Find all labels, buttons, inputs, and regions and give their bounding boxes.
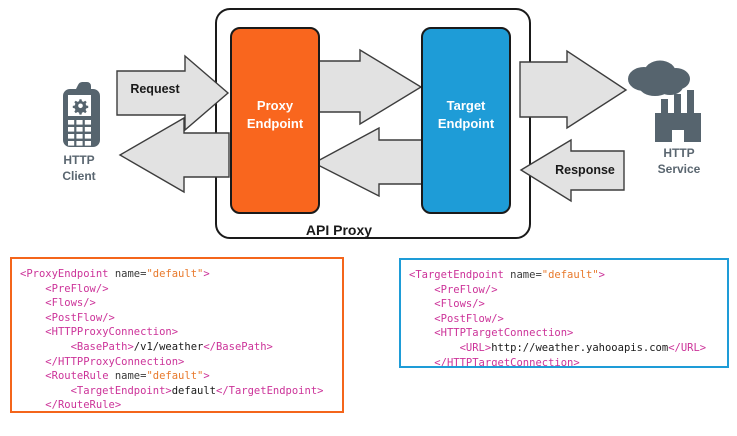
code-token-plain xyxy=(409,357,434,366)
code-token-attr: name= xyxy=(510,269,542,281)
code-token-plain xyxy=(20,399,45,411)
code-line: </HTTPProxyConnection> xyxy=(20,355,336,370)
code-token-val: "default" xyxy=(541,269,599,281)
code-token-tag: <HTTPTargetConnection> xyxy=(434,327,574,340)
code-line: <URL>http://weather.yahooapis.com</URL> xyxy=(409,341,721,356)
code-token-tag: > xyxy=(203,268,210,280)
code-token-val: "default" xyxy=(146,268,204,280)
code-line: <ProxyEndpoint name="default"> xyxy=(20,267,336,282)
code-line: <Flows/> xyxy=(20,296,336,311)
code-token-plain xyxy=(20,297,45,309)
code-token-tag: </TargetEndpoint> xyxy=(216,384,324,397)
code-token-tag: <BasePath> xyxy=(70,340,134,353)
code-token-attr: name= xyxy=(114,268,147,280)
gear-icon xyxy=(72,99,89,115)
code-token-text: http://weather.yahooapis.com xyxy=(491,341,669,354)
code-token-plain xyxy=(20,341,71,353)
code-line: </RouteRule> xyxy=(20,398,336,412)
code-token-plain xyxy=(409,284,434,296)
code-token-tag: <PreFlow/> xyxy=(434,283,498,296)
http-service-caption-line1: HTTP xyxy=(663,146,694,160)
target-endpoint-label-line1: Target xyxy=(447,98,486,113)
target-endpoint-box[interactable] xyxy=(421,27,511,214)
proxy-endpoint-code-block: <ProxyEndpoint name="default"> <PreFlow/… xyxy=(10,257,344,413)
code-line: <TargetEndpoint>default</TargetEndpoint> xyxy=(20,384,336,399)
code-token-tag: <PostFlow/> xyxy=(434,312,504,325)
code-line: <RouteRule name="default"> xyxy=(20,369,336,384)
code-token-tag: > xyxy=(598,269,605,281)
target-to-service-arrow xyxy=(519,49,628,130)
code-token-tag: </BasePath> xyxy=(203,340,273,353)
http-service-caption-line2: Service xyxy=(658,162,701,176)
code-line: <Flows/> xyxy=(409,297,721,312)
code-token-text: default xyxy=(171,384,216,397)
code-line: <TargetEndpoint name="default"> xyxy=(409,268,721,283)
code-token-attr: name= xyxy=(114,370,147,383)
code-line: <PreFlow/> xyxy=(20,282,336,297)
http-client-caption-line2: Client xyxy=(62,169,95,183)
code-token-plain xyxy=(20,370,45,382)
code-token-tag: <URL> xyxy=(459,341,492,354)
target-endpoint-code-block: <TargetEndpoint name="default"> <PreFlow… xyxy=(399,258,729,368)
code-token-tag: <TargetEndpoint> xyxy=(70,384,172,397)
code-token-plain xyxy=(20,356,45,368)
code-token-plain xyxy=(20,312,45,324)
code-token-tag: <HTTPProxyConnection> xyxy=(45,326,179,339)
code-line: <PostFlow/> xyxy=(409,312,721,327)
client-response-arrow xyxy=(118,116,230,194)
code-line: <HTTPProxyConnection> xyxy=(20,325,336,340)
code-token-val: "default" xyxy=(146,370,204,383)
code-token-tag: <Flows/> xyxy=(434,298,485,311)
http-client-caption-line1: HTTP xyxy=(63,153,94,167)
api-proxy-box-label: API Proxy xyxy=(306,222,372,238)
code-token-tag: <TargetEndpoint xyxy=(409,269,511,281)
cloud-icon xyxy=(628,60,690,96)
code-token-plain xyxy=(409,313,434,325)
code-line: <BasePath>/v1/weather</BasePath> xyxy=(20,340,336,355)
code-line: <PreFlow/> xyxy=(409,283,721,298)
cloud-factory-icon xyxy=(628,60,701,142)
code-token-tag: > xyxy=(203,370,210,383)
code-token-text: /v1/weather xyxy=(133,340,204,353)
keypad-icon xyxy=(68,120,91,146)
code-token-plain xyxy=(409,342,460,354)
target-endpoint-label-line2: Endpoint xyxy=(438,116,495,131)
response-arrow-label: Response xyxy=(555,163,615,177)
proxy-endpoint-label-line2: Endpoint xyxy=(247,116,304,131)
code-line: <PostFlow/> xyxy=(20,311,336,326)
code-token-plain xyxy=(20,283,45,295)
code-line: <HTTPTargetConnection> xyxy=(409,326,721,341)
request-arrow xyxy=(116,54,230,132)
factory-icon xyxy=(655,90,701,142)
code-token-plain xyxy=(20,326,45,338)
code-token-tag: </URL> xyxy=(668,341,707,354)
code-token-tag: <RouteRule xyxy=(45,370,115,383)
code-token-plain xyxy=(20,385,71,397)
code-token-plain xyxy=(409,298,434,310)
mobile-phone-gear-icon xyxy=(63,82,100,147)
proxy-endpoint-box[interactable] xyxy=(230,27,320,214)
code-token-tag: </RouteRule> xyxy=(45,399,122,412)
service-response-arrow xyxy=(519,138,625,203)
code-token-plain xyxy=(409,327,434,339)
code-token-tag: <ProxyEndpoint xyxy=(20,268,115,280)
code-token-tag: <PreFlow/> xyxy=(45,282,109,295)
code-line: </HTTPTargetConnection> xyxy=(409,356,721,368)
request-arrow-label: Request xyxy=(130,82,180,96)
code-token-tag: <PostFlow/> xyxy=(45,311,115,324)
code-token-tag: </HTTPProxyConnection> xyxy=(45,355,185,368)
code-token-tag: <Flows/> xyxy=(45,297,96,310)
proxy-endpoint-label-line1: Proxy xyxy=(257,98,294,113)
code-token-tag: </HTTPTargetConnection> xyxy=(434,356,580,368)
